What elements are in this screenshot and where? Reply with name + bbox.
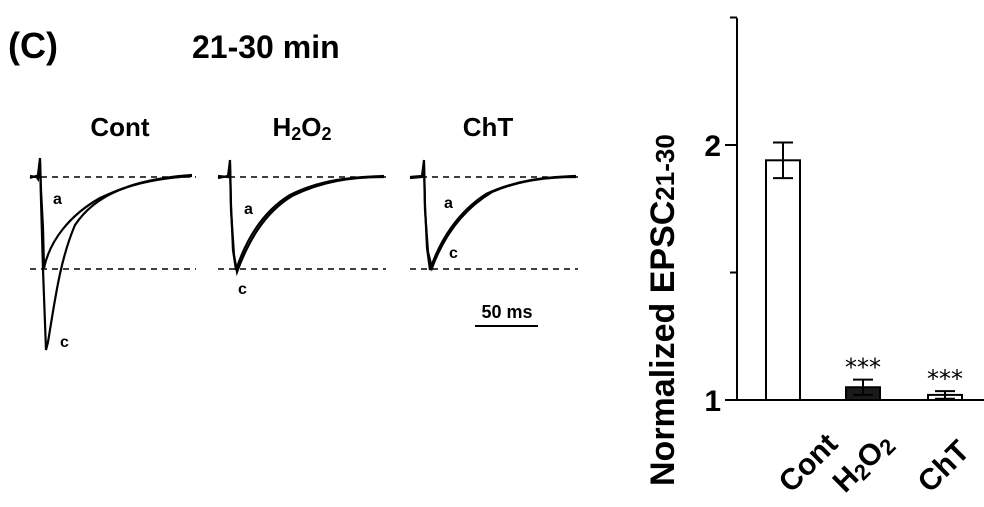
trace-cont-c bbox=[29, 161, 193, 351]
x-tick-h2o2: H2O2 bbox=[827, 426, 901, 500]
traces-cht bbox=[409, 159, 577, 272]
trace-h2o2-c bbox=[217, 164, 385, 277]
x-tick-cht: ChT bbox=[912, 434, 977, 499]
panel-label: (C) bbox=[8, 25, 58, 66]
trace-title-cht: ChT bbox=[463, 112, 514, 142]
trace-title-h2o2: H2O2 bbox=[272, 112, 331, 144]
y-ticks: 12 bbox=[704, 16, 737, 418]
reference-lines bbox=[30, 176, 578, 270]
scale-bar-label: 50 ms bbox=[481, 302, 532, 322]
significance-marker: *** bbox=[845, 354, 881, 382]
bar bbox=[765, 159, 801, 401]
significance-marker: *** bbox=[927, 365, 963, 393]
y-axis-label: Normalized EPSC21-30 bbox=[644, 134, 682, 486]
x-tick-cont: Cont bbox=[773, 427, 845, 499]
y-tick-label: 1 bbox=[704, 385, 721, 418]
trace-cht-c bbox=[409, 165, 577, 272]
trace-label-cont-c: c bbox=[60, 334, 69, 351]
traces-h2o2 bbox=[217, 159, 385, 277]
trace-label-cht-c: c bbox=[449, 245, 458, 262]
trace-label-h2o2-a: a bbox=[244, 201, 253, 218]
trace-title-cont: Cont bbox=[90, 112, 150, 142]
traces-cont bbox=[29, 157, 193, 351]
trace-label-h2o2-c: c bbox=[238, 281, 247, 298]
bars: *** *** bbox=[765, 141, 963, 401]
time-window-title: 21-30 min bbox=[192, 29, 340, 65]
trace-cont-a bbox=[29, 157, 193, 269]
trace-label-cont-a: a bbox=[53, 191, 62, 208]
trace-label-cht-a: a bbox=[444, 195, 453, 212]
y-tick-label: 2 bbox=[704, 130, 721, 163]
